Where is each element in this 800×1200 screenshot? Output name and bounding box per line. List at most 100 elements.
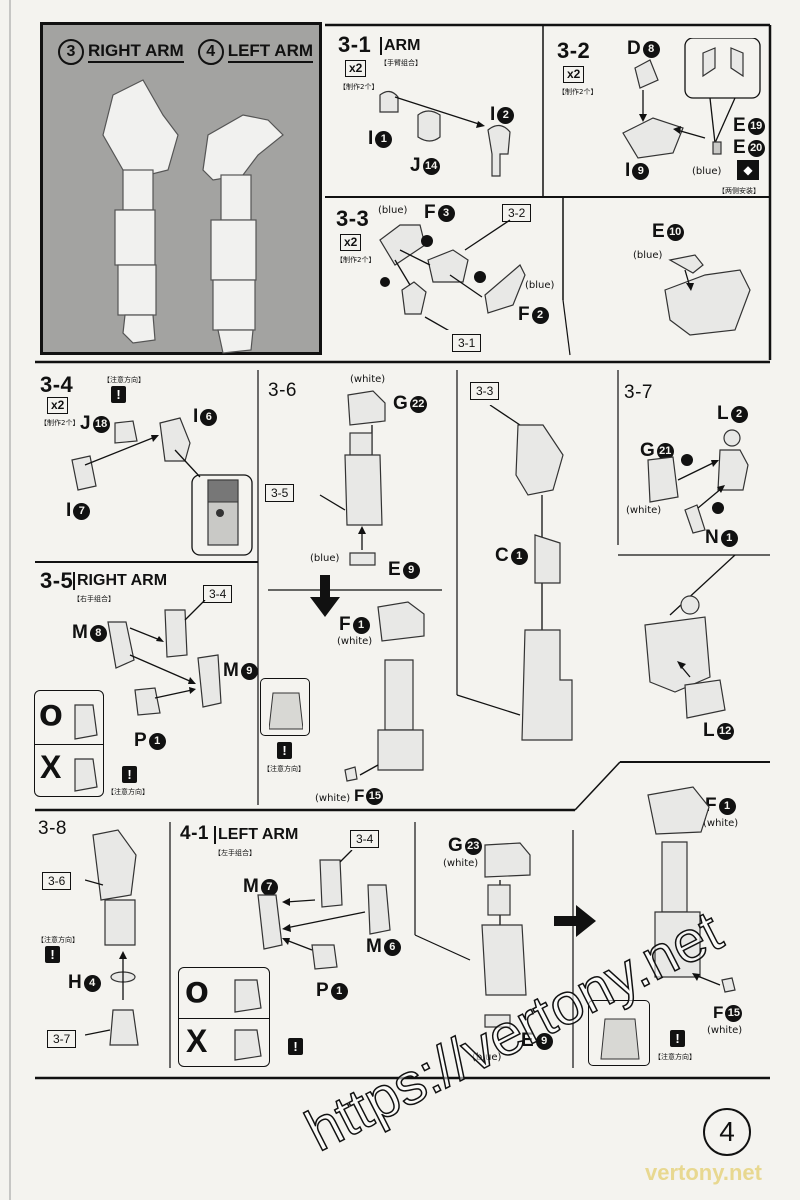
orientation-box — [260, 678, 310, 736]
step-3-1-diagram — [379, 90, 511, 177]
step-4-2-attention: 【注意方向】 — [654, 1053, 696, 1061]
footer-site: vertony.net — [645, 1160, 762, 1185]
step-3-3-multiplier: x2 — [340, 234, 362, 251]
ref-3-1: 3-1 — [452, 334, 482, 352]
step-3-8-diagram — [85, 829, 139, 1046]
step-4-1-subtitle: 【左手组合】 — [214, 849, 256, 857]
ng-mark: X — [40, 749, 62, 785]
down-arrow-icon — [310, 575, 340, 617]
both-sides-note: 【两侧安装】 — [718, 187, 760, 195]
step-3-3-blue-3: (blue) — [633, 250, 663, 261]
ok-ng-parts-left — [234, 979, 262, 1061]
step-3-4-note: 【制作2个】 — [40, 419, 80, 427]
attention-icon: ! — [111, 386, 126, 403]
step-3-7-number: 3-7 — [624, 382, 653, 403]
column-3-3-diagram — [489, 405, 573, 741]
step-3-6-white-2: (white) — [337, 636, 373, 647]
ref-3-2: 3-2 — [502, 204, 532, 222]
orientation-part-left — [600, 1018, 640, 1060]
step-3-2-blue: (blue) — [692, 166, 722, 177]
step-4-1-diagram — [257, 850, 391, 970]
step-3-2-multiplier: x2 — [563, 66, 585, 83]
step-3-6-result — [344, 601, 425, 782]
overview-arms-illustration — [102, 79, 284, 354]
right-arm-number: 3 — [58, 39, 84, 65]
ref-3-3: 3-3 — [470, 382, 500, 400]
step-3-6-diagram — [319, 390, 386, 566]
right-arm-heading: RIGHT ARM — [88, 41, 184, 63]
step-3-5-attention: 【注意方向】 — [107, 788, 149, 796]
step-3-6-blue: (blue) — [310, 553, 340, 564]
step-3-5-number: 3-5 — [40, 568, 74, 593]
ref-3-7: 3-7 — [47, 1030, 77, 1048]
step-3-8-attention: 【注意方向】 — [37, 936, 79, 944]
step-number: 3-1 — [338, 32, 372, 57]
step-4-1-number: 4-1 — [180, 823, 209, 844]
step-3-2-diagram — [622, 38, 761, 159]
ok-ng-box-left: O X — [178, 967, 270, 1067]
step-3-4-attention: 【注意方向】 — [103, 376, 145, 384]
step-3-1-subtitle: 【手臂组合】 — [380, 59, 422, 67]
step-4-2-result — [647, 786, 736, 993]
step-3-3-blue-2: (blue) — [525, 280, 555, 291]
step-4-2-blue: (blue) — [472, 1052, 502, 1063]
ng-mark-left: X — [186, 1023, 208, 1059]
ref-3-6: 3-6 — [42, 872, 72, 890]
step-3-6-white-3: (white) — [315, 793, 351, 804]
ref-3-4-left: 3-4 — [350, 830, 380, 848]
step-3-2-number: 3-2 — [557, 38, 591, 63]
overview-heading: 3 RIGHT ARM 4 LEFT ARM — [58, 39, 314, 65]
right-arrow-icon — [554, 905, 596, 937]
step-3-4-number: 3-4 — [40, 372, 74, 397]
step-3-3-blue-1: (blue) — [378, 205, 408, 216]
step-3-1-note: 【制作2个】 — [339, 83, 379, 91]
step-3-6-white-1: (white) — [350, 374, 386, 385]
step-3-7-diagram — [647, 429, 749, 534]
step-3-7-result — [644, 555, 736, 719]
ok-mark-left: O — [185, 976, 209, 1009]
step-3-5-title: RIGHT ARM — [73, 572, 167, 590]
attention-icon-3-6: ! — [277, 742, 292, 759]
step-4-2-white-1: (white) — [443, 858, 479, 869]
ref-3-5: 3-5 — [265, 484, 295, 502]
step-3-3-number: 3-3 — [336, 206, 370, 231]
overview-panel: 3 RIGHT ARM 4 LEFT ARM — [40, 22, 322, 355]
ok-mark: O — [39, 699, 63, 732]
left-arm-number: 4 — [197, 39, 224, 65]
step-3-7-white: (white) — [626, 505, 662, 516]
step-3-6-number: 3-6 — [268, 380, 297, 401]
attention-icon-right: ! — [122, 766, 137, 783]
step-3-3-result — [664, 254, 751, 336]
both-sides-icon: ◆ — [737, 160, 759, 180]
ok-ng-box-right: O X — [34, 690, 104, 797]
step-3-5-subtitle: 【右手组合】 — [73, 595, 115, 603]
step-3-5-diagram — [107, 600, 222, 716]
step-4-2-diagram — [481, 842, 531, 1028]
step-3-4-diagram — [71, 417, 253, 556]
ref-3-4-right: 3-4 — [203, 585, 233, 603]
